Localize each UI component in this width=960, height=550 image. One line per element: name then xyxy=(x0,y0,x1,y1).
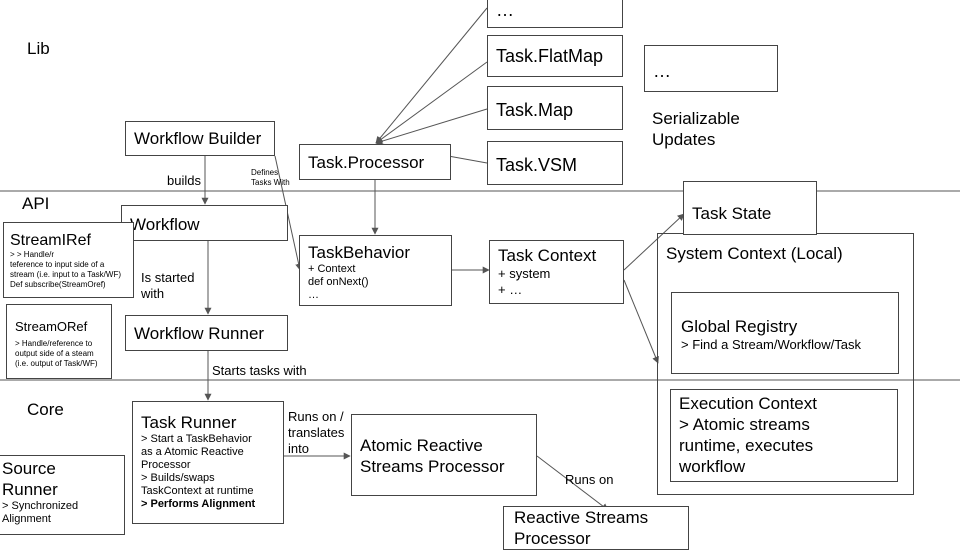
serializable-line: Serializable xyxy=(652,109,740,128)
tasks-with-line: Tasks With xyxy=(251,178,290,187)
task-behavior-line: def onNext() xyxy=(308,276,369,288)
atomic-processor-box: Atomic Reactive Streams Processor xyxy=(351,414,537,496)
layer-label-core: Core xyxy=(27,400,64,419)
task-map-box: Task.Map xyxy=(487,86,623,130)
task-behavior-title: TaskBehavior xyxy=(308,243,411,262)
reactive-processor-line: Processor xyxy=(514,529,591,548)
execution-context-box: Execution Context > Atomic streams runti… xyxy=(670,389,898,482)
atomic-processor-line: Atomic Reactive xyxy=(360,436,483,455)
serializable-updates-label: Serializable Updates xyxy=(644,104,778,154)
stream-iref-line: stream (i.e. input to a Task/WF) xyxy=(10,270,121,279)
layer-label-api: API xyxy=(22,194,50,213)
stream-iref-title: StreamIRef xyxy=(10,232,91,249)
task-processor-box: Task.Processor xyxy=(299,144,451,180)
edge-label-runs-on: Runs on xyxy=(565,472,614,487)
task-runner-line: TaskContext at runtime xyxy=(141,485,254,497)
edge-context-to-state xyxy=(623,213,685,271)
updates-line: Updates xyxy=(652,130,716,149)
edge-label-starts-tasks-with: Starts tasks with xyxy=(212,363,307,378)
edge-flatmap-to-processor xyxy=(375,61,488,144)
global-registry-line: > Find a Stream/Workflow/Task xyxy=(681,337,862,352)
reactive-processor-box: Reactive Streams Processor xyxy=(503,506,689,550)
source-runner-line: Alignment xyxy=(2,513,51,525)
task-runner-line: Processor xyxy=(141,459,191,471)
task-behavior-box: TaskBehavior + Context def onNext() … xyxy=(299,235,452,306)
edge-label-is-started-with: Is started with xyxy=(141,270,194,302)
defines-line: Defines xyxy=(251,168,279,177)
stream-iref-box: StreamIRef > > Handle/r teference to inp… xyxy=(3,222,134,298)
task-ellipsis-box: … xyxy=(487,0,623,28)
task-runner-line: > Builds/swaps xyxy=(141,472,215,484)
stream-oref-box: StreamORef > Handle/reference to output … xyxy=(6,304,112,379)
more-updates-box: … xyxy=(644,45,778,92)
task-runner-title: Task Runner xyxy=(141,413,237,432)
execution-context-title: Execution Context xyxy=(679,394,817,413)
task-runner-line: as a Atomic Reactive xyxy=(141,446,244,458)
edge-label-builds: builds xyxy=(167,173,201,188)
task-behavior-line: + Context xyxy=(308,263,356,275)
global-registry-box: Global Registry > Find a Stream/Workflow… xyxy=(671,292,899,374)
execution-context-line: workflow xyxy=(679,457,746,476)
edge-label-runs-on-translates: Runs on / translates into xyxy=(288,409,344,457)
atomic-processor-line: Streams Processor xyxy=(360,457,505,476)
task-context-line: + … xyxy=(498,282,523,297)
workflow-runner-box: Workflow Runner xyxy=(125,315,288,351)
task-state-box: Task State xyxy=(683,181,817,235)
workflow-builder-box: Workflow Builder xyxy=(125,121,275,156)
stream-iref-line: teference to input side of a xyxy=(10,260,105,269)
translates-line: translates xyxy=(288,425,345,440)
edge-context-to-system xyxy=(623,279,659,364)
runs-on-line: Runs on / xyxy=(288,409,344,424)
global-registry-title: Global Registry xyxy=(681,317,798,336)
workflow-box: Workflow xyxy=(121,205,288,241)
task-flatmap-box: Task.FlatMap xyxy=(487,35,623,77)
stream-oref-line: output side of a steam xyxy=(15,349,94,358)
task-runner-alignment-line: > Performs Alignment xyxy=(141,498,256,510)
system-context-title: System Context (Local) xyxy=(666,244,843,263)
layer-label-lib: Lib xyxy=(27,39,50,58)
into-line: into xyxy=(288,441,309,456)
edge-label-defines-tasks-with: Defines Tasks With xyxy=(251,168,290,188)
stream-iref-line: > > Handle/r xyxy=(10,250,55,259)
execution-context-line: > Atomic streams xyxy=(679,415,810,434)
stream-oref-line: (i.e. output of Task/WF) xyxy=(15,359,98,368)
task-context-line: + system xyxy=(498,266,551,281)
task-context-title: Task Context xyxy=(498,246,597,265)
task-runner-line: > Start a TaskBehavior xyxy=(141,433,252,445)
source-runner-title: Source xyxy=(2,459,56,478)
task-context-box: Task Context + system + … xyxy=(489,240,624,304)
stream-iref-line: Def subscribe(StreamOref) xyxy=(10,280,106,289)
is-started-line: Is started xyxy=(141,270,195,285)
source-runner-title: Runner xyxy=(2,480,58,499)
task-behavior-line: … xyxy=(308,289,319,301)
task-vsm-box: Task.VSM xyxy=(487,141,623,185)
task-runner-box: Task Runner > Start a TaskBehavior as a … xyxy=(132,401,284,524)
with-line: with xyxy=(141,286,165,301)
edge-ellipsis-to-processor xyxy=(375,7,488,144)
source-runner-box: Source Runner > Synchronized Alignment xyxy=(0,455,125,535)
source-runner-line: > Synchronized xyxy=(2,500,79,512)
edge-atomic-to-reactive xyxy=(536,455,609,511)
edge-map-to-processor xyxy=(375,108,488,145)
reactive-processor-line: Reactive Streams xyxy=(514,508,649,527)
stream-oref-title: StreamORef xyxy=(15,319,88,334)
stream-oref-line: > Handle/reference to xyxy=(15,339,93,348)
execution-context-line: runtime, executes xyxy=(679,436,814,455)
